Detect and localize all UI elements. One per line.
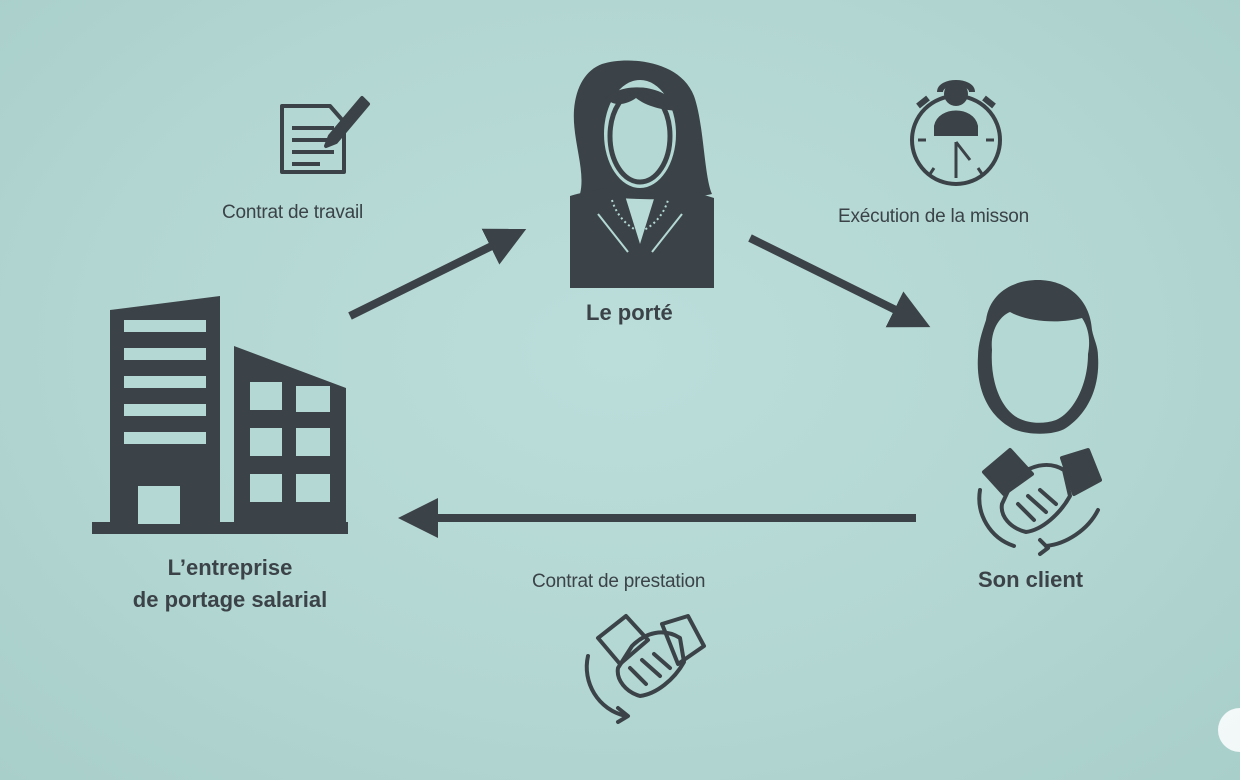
company-label: L’entreprise de portage salarial xyxy=(100,552,360,616)
employment-contract-label: Contrat de travail xyxy=(222,202,364,223)
contract-document-icon xyxy=(280,96,370,174)
man-avatar-icon xyxy=(977,280,1099,434)
office-building-icon xyxy=(92,296,348,534)
company-label-line2: de portage salarial xyxy=(132,587,328,612)
company-label-line1: L’entreprise xyxy=(167,555,293,580)
mission-execution-label: Exécution de la misson xyxy=(838,206,1029,227)
arrow-company-to-worker xyxy=(348,228,527,320)
corner-tab xyxy=(1218,708,1240,752)
service-contract-label: Contrat de prestation xyxy=(532,571,706,592)
worker-label: Le porté xyxy=(586,300,673,325)
stopwatch-icon xyxy=(910,80,1002,186)
woman-avatar-icon xyxy=(570,60,714,288)
client-handshake-icon xyxy=(977,448,1102,556)
arrow-worker-to-client xyxy=(748,234,931,328)
handshake-icon xyxy=(584,614,706,724)
client-label: Son client xyxy=(978,567,1084,592)
